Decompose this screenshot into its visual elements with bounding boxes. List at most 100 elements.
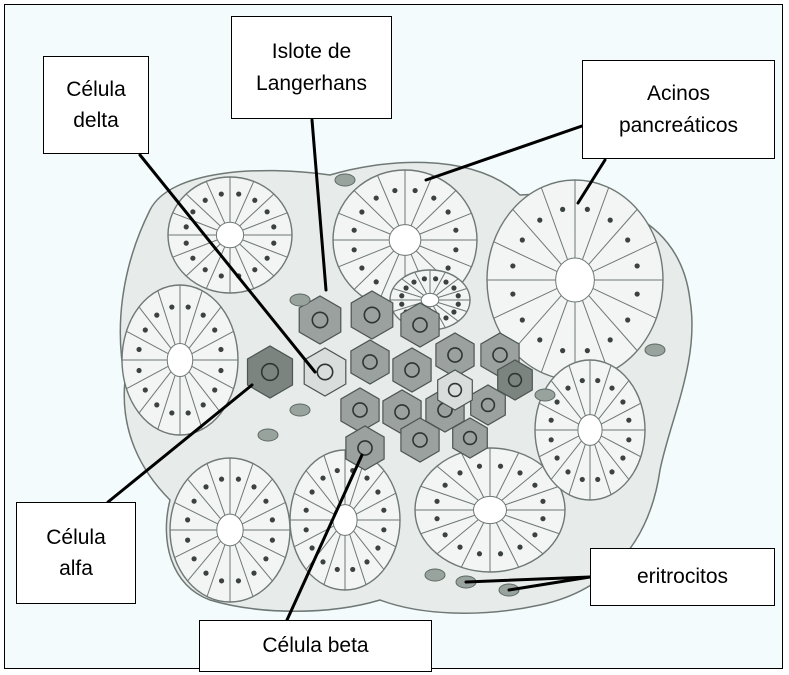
acinar-nucleus [212, 327, 217, 332]
acinus [170, 458, 290, 602]
acinus-lumen [474, 496, 507, 523]
acinar-nucleus [201, 313, 206, 318]
acinar-nucleus [446, 209, 451, 214]
acinar-nucleus [350, 567, 355, 572]
acinar-nucleus [585, 348, 590, 353]
acinar-nucleus [585, 207, 590, 212]
acinar-nucleus [626, 418, 631, 423]
acinar-nucleus [374, 195, 379, 200]
acinar-nucleus [219, 273, 224, 278]
acinar-nucleus [169, 304, 174, 309]
acinar-nucleus [443, 483, 448, 488]
acinar-nucleus [635, 263, 640, 268]
acinar-nucleus [595, 477, 600, 482]
acinar-nucleus [154, 402, 159, 407]
erythrocyte [645, 344, 665, 356]
acinar-nucleus [169, 410, 174, 415]
label-acinos-pancreaticos: Acinos pancreáticos [582, 60, 775, 159]
acinus [535, 360, 645, 500]
acinus-lumen [389, 225, 421, 256]
acinar-nucleus [457, 545, 462, 550]
acinar-nucleus [219, 477, 224, 482]
acinar-nucleus [270, 517, 275, 522]
acinar-nucleus [609, 385, 614, 390]
acinar-nucleus [595, 378, 600, 383]
acinar-nucleus [554, 455, 559, 460]
acinar-nucleus [549, 418, 554, 423]
acinar-nucleus [580, 378, 585, 383]
acinar-nucleus [554, 399, 559, 404]
acinar-nucleus [433, 276, 438, 281]
acinar-nucleus [212, 387, 217, 392]
acinar-nucleus [219, 578, 224, 583]
erythrocyte [425, 569, 445, 581]
acinar-nucleus [540, 516, 545, 521]
acinus-lumen [556, 258, 595, 302]
acinar-nucleus [219, 191, 224, 196]
acinar-nucleus [203, 484, 208, 489]
acinar-nucleus [320, 559, 325, 564]
acinar-nucleus [456, 302, 461, 307]
acinar-nucleus [434, 499, 439, 504]
acinar-nucleus [477, 551, 482, 556]
acinar-nucleus [271, 224, 276, 229]
acinar-nucleus [359, 265, 364, 270]
acinar-nucleus [625, 317, 630, 322]
acinar-nucleus [453, 247, 458, 252]
erythrocyte [290, 404, 310, 416]
erythrocyte [290, 294, 310, 306]
acinar-nucleus [457, 470, 462, 475]
acinar-nucleus [203, 267, 208, 272]
acinar-nucleus [625, 237, 630, 242]
erythrocyte [258, 429, 278, 441]
acinar-nucleus [185, 538, 190, 543]
acinar-nucleus [218, 368, 223, 373]
acinar-nucleus [451, 309, 456, 314]
label-islote-langerhans: Islote de Langerhans [231, 16, 392, 119]
acinar-nucleus [532, 532, 537, 537]
acinar-nucleus [517, 470, 522, 475]
acinar-nucleus [620, 399, 625, 404]
acinar-nucleus [143, 327, 148, 332]
erythrocyte [335, 174, 355, 186]
acinar-nucleus [620, 455, 625, 460]
acinar-nucleus [537, 337, 542, 342]
acinus-lumen [217, 514, 243, 546]
label-celula-beta: Célula beta [199, 620, 432, 672]
acinar-nucleus [608, 218, 613, 223]
acinar-nucleus [191, 499, 196, 504]
acinar-nucleus [517, 545, 522, 550]
acinar-nucleus [477, 464, 482, 469]
acinar-nucleus [443, 532, 448, 537]
acinar-nucleus [186, 304, 191, 309]
acinar-nucleus [191, 556, 196, 561]
acinar-nucleus [190, 209, 195, 214]
acinar-nucleus [190, 256, 195, 261]
acinar-nucleus [136, 368, 141, 373]
acinar-nucleus [218, 347, 223, 352]
acinar-nucleus [498, 551, 503, 556]
acinar-nucleus [540, 499, 545, 504]
acinar-nucleus [203, 571, 208, 576]
acinar-nucleus [443, 315, 448, 320]
acinus [290, 450, 400, 590]
acinar-nucleus [399, 302, 404, 307]
acinar-nucleus [236, 477, 241, 482]
acinar-nucleus [263, 499, 268, 504]
acinar-nucleus [251, 484, 256, 489]
acinar-nucleus [203, 198, 208, 203]
acinar-nucleus [456, 293, 461, 298]
acinar-nucleus [434, 516, 439, 521]
acinar-nucleus [335, 567, 340, 572]
acinar-nucleus [537, 218, 542, 223]
acinar-nucleus [143, 387, 148, 392]
acinar-nucleus [154, 313, 159, 318]
acinar-nucleus [271, 241, 276, 246]
acinar-nucleus [184, 224, 189, 229]
label-celula-alfa: Célula alfa [16, 502, 136, 604]
acinar-nucleus [403, 285, 408, 290]
acinar-nucleus [309, 489, 314, 494]
acinar-nucleus [201, 402, 206, 407]
acinar-nucleus [443, 279, 448, 284]
acinus-lumen [167, 344, 193, 377]
